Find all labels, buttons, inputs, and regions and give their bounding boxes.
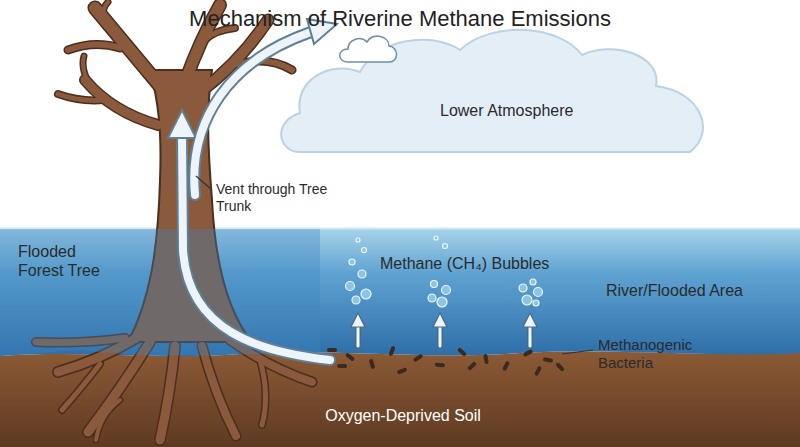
region-label: Lower Atmosphere bbox=[440, 101, 573, 120]
leader-line bbox=[562, 350, 593, 354]
callout-label: Vent through Tree Trunk bbox=[216, 181, 328, 215]
water-label: River/Flooded Area bbox=[606, 281, 743, 300]
bacteria-label: Methanogenic Bacteria bbox=[598, 336, 718, 372]
bubbles-label: Methane (CH₄) Bubbles bbox=[380, 254, 549, 273]
title: Mechanism of Riverine Methane Emissions bbox=[0, 6, 800, 32]
bacteria bbox=[327, 346, 565, 377]
tree bbox=[36, 2, 312, 440]
soil-label: Oxygen-Deprived Soil bbox=[300, 406, 506, 425]
bubbles bbox=[346, 236, 543, 346]
methane-flow-arrows bbox=[168, 19, 337, 360]
water-tint bbox=[0, 229, 320, 356]
leader-line bbox=[196, 176, 212, 190]
atmosphere-cloud bbox=[281, 30, 703, 152]
tree-label: Flooded Forest Tree bbox=[18, 242, 122, 280]
soil bbox=[0, 352, 800, 447]
small-cloud bbox=[340, 36, 397, 62]
